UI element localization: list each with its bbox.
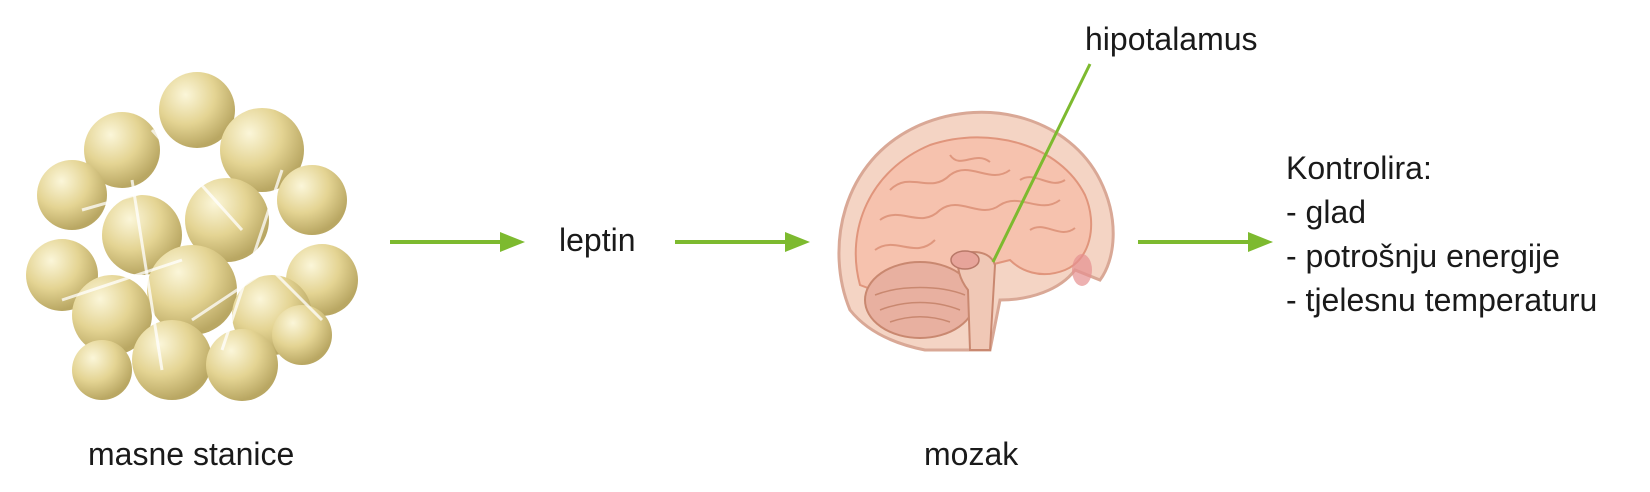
fat-cells-label: masne stanice <box>88 436 295 472</box>
controls-item-temperature: - tjelesnu temperaturu <box>1286 282 1598 318</box>
fat-cells-illustration <box>26 72 358 401</box>
hypothalamus-label: hipotalamus <box>1085 21 1258 57</box>
controls-item-energy: - potrošnju energije <box>1286 238 1560 274</box>
fat-cell-fibers <box>61 128 324 371</box>
controls-title: Kontrolira: <box>1286 150 1432 186</box>
fat-cell-spheres <box>26 72 358 401</box>
hypothalamus-region <box>950 250 980 270</box>
brain-cortex <box>854 136 1093 302</box>
controls-list: Kontrolira: - glad - potrošnju energije … <box>1286 146 1597 322</box>
brain-illustration <box>837 110 1115 352</box>
controls-item-hunger: - glad <box>1286 194 1367 230</box>
arrow-brain-to-controls <box>1138 231 1273 253</box>
leptin-label: leptin <box>559 222 636 258</box>
cerebellum <box>864 261 976 339</box>
brain-label: mozak <box>924 436 1019 472</box>
arrow-leptin-to-brain <box>675 231 810 253</box>
arrow-fat-to-leptin <box>390 231 525 253</box>
sinus-region <box>1072 254 1092 286</box>
hypothalamus-pointer-line <box>991 63 1092 263</box>
